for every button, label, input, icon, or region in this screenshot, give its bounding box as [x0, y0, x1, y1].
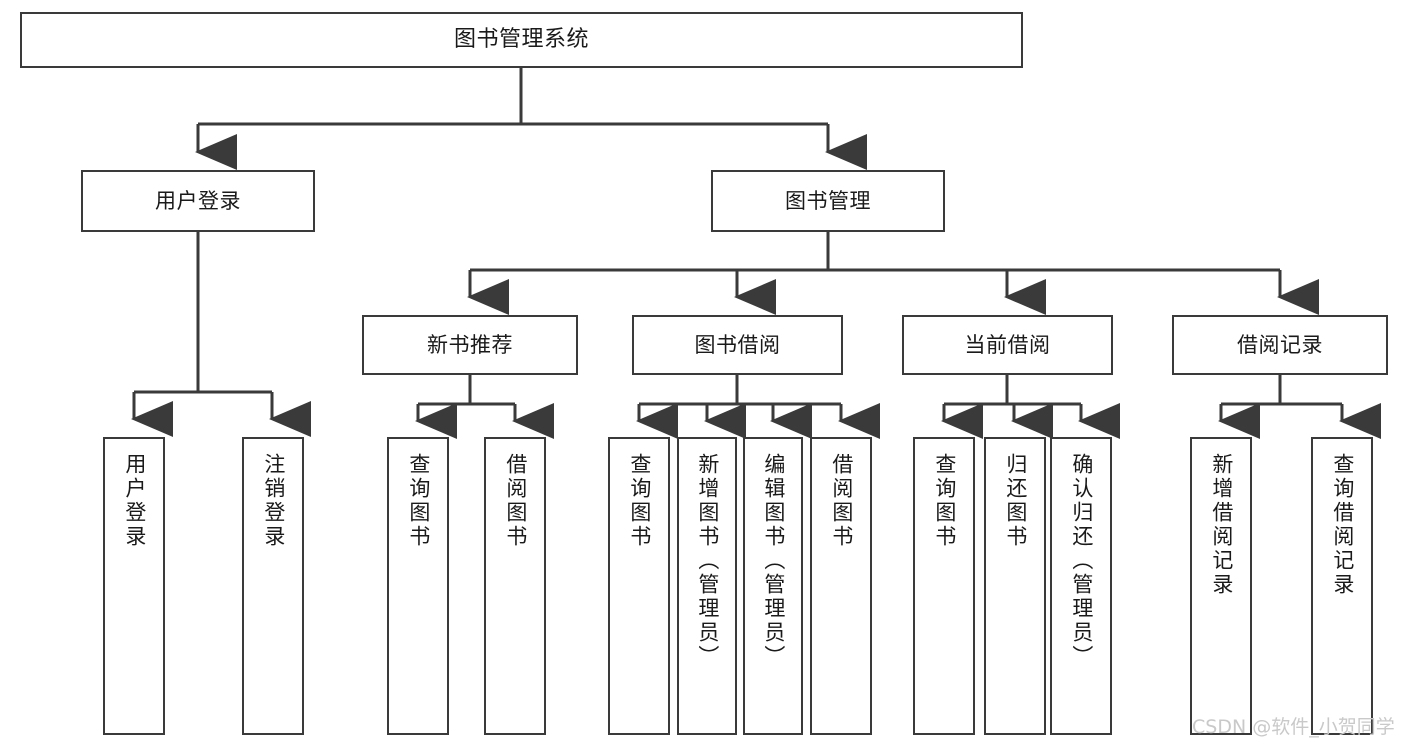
leaf-confirm-return-admin[interactable]: 确认归还（管理员）	[1050, 437, 1112, 735]
node-user-login[interactable]: 用户登录	[81, 170, 315, 232]
leaf-query-borrow-record-label: 查询借阅记录	[1330, 453, 1355, 597]
leaf-borrow-book-recommend[interactable]: 借阅图书	[484, 437, 546, 735]
node-book-management[interactable]: 图书管理	[711, 170, 945, 232]
leaf-query-borrow-record[interactable]: 查询借阅记录	[1311, 437, 1373, 735]
leaf-confirm-return-admin-label: 确认归还（管理员）	[1069, 453, 1094, 669]
leaf-user-login[interactable]: 用户登录	[103, 437, 165, 735]
node-root[interactable]: 图书管理系统	[20, 12, 1023, 68]
leaf-edit-book-admin[interactable]: 编辑图书（管理员）	[743, 437, 803, 735]
node-borrow-record[interactable]: 借阅记录	[1172, 315, 1388, 375]
node-root-label: 图书管理系统	[453, 27, 589, 53]
leaf-query-book-current-label: 查询图书	[932, 453, 957, 549]
csdn-watermark: CSDN @软件_小贺同学	[1192, 716, 1395, 738]
leaf-add-borrow-record[interactable]: 新增借阅记录	[1190, 437, 1252, 735]
leaf-query-book-borrow-label: 查询图书	[627, 453, 652, 549]
leaf-borrow-book-label: 借阅图书	[829, 453, 854, 549]
node-book-borrow-label: 图书借阅	[694, 332, 781, 357]
node-current-borrow-label: 当前借阅	[964, 332, 1051, 357]
leaf-borrow-book-recommend-label: 借阅图书	[503, 453, 528, 549]
node-user-login-label: 用户登录	[155, 188, 241, 213]
leaf-query-book-current[interactable]: 查询图书	[913, 437, 975, 735]
leaf-logout-label: 注销登录	[261, 453, 286, 549]
node-current-borrow[interactable]: 当前借阅	[902, 315, 1113, 375]
leaf-return-book[interactable]: 归还图书	[984, 437, 1046, 735]
node-borrow-record-label: 借阅记录	[1237, 332, 1323, 357]
leaf-return-book-label: 归还图书	[1003, 453, 1028, 549]
node-new-book-recommend[interactable]: 新书推荐	[362, 315, 578, 375]
leaf-user-login-label: 用户登录	[122, 453, 147, 549]
node-new-book-recommend-label: 新书推荐	[427, 332, 513, 357]
leaf-edit-book-admin-label: 编辑图书（管理员）	[761, 453, 786, 669]
leaf-query-book-borrow[interactable]: 查询图书	[608, 437, 670, 735]
leaf-logout[interactable]: 注销登录	[242, 437, 304, 735]
node-book-borrow[interactable]: 图书借阅	[632, 315, 843, 375]
leaf-add-book-admin[interactable]: 新增图书（管理员）	[677, 437, 737, 735]
node-book-management-label: 图书管理	[785, 188, 871, 213]
leaf-add-borrow-record-label: 新增借阅记录	[1209, 453, 1234, 597]
leaf-query-book-recommend[interactable]: 查询图书	[387, 437, 449, 735]
leaf-query-book-recommend-label: 查询图书	[406, 453, 431, 549]
leaf-add-book-admin-label: 新增图书（管理员）	[695, 453, 720, 669]
leaf-borrow-book[interactable]: 借阅图书	[810, 437, 872, 735]
